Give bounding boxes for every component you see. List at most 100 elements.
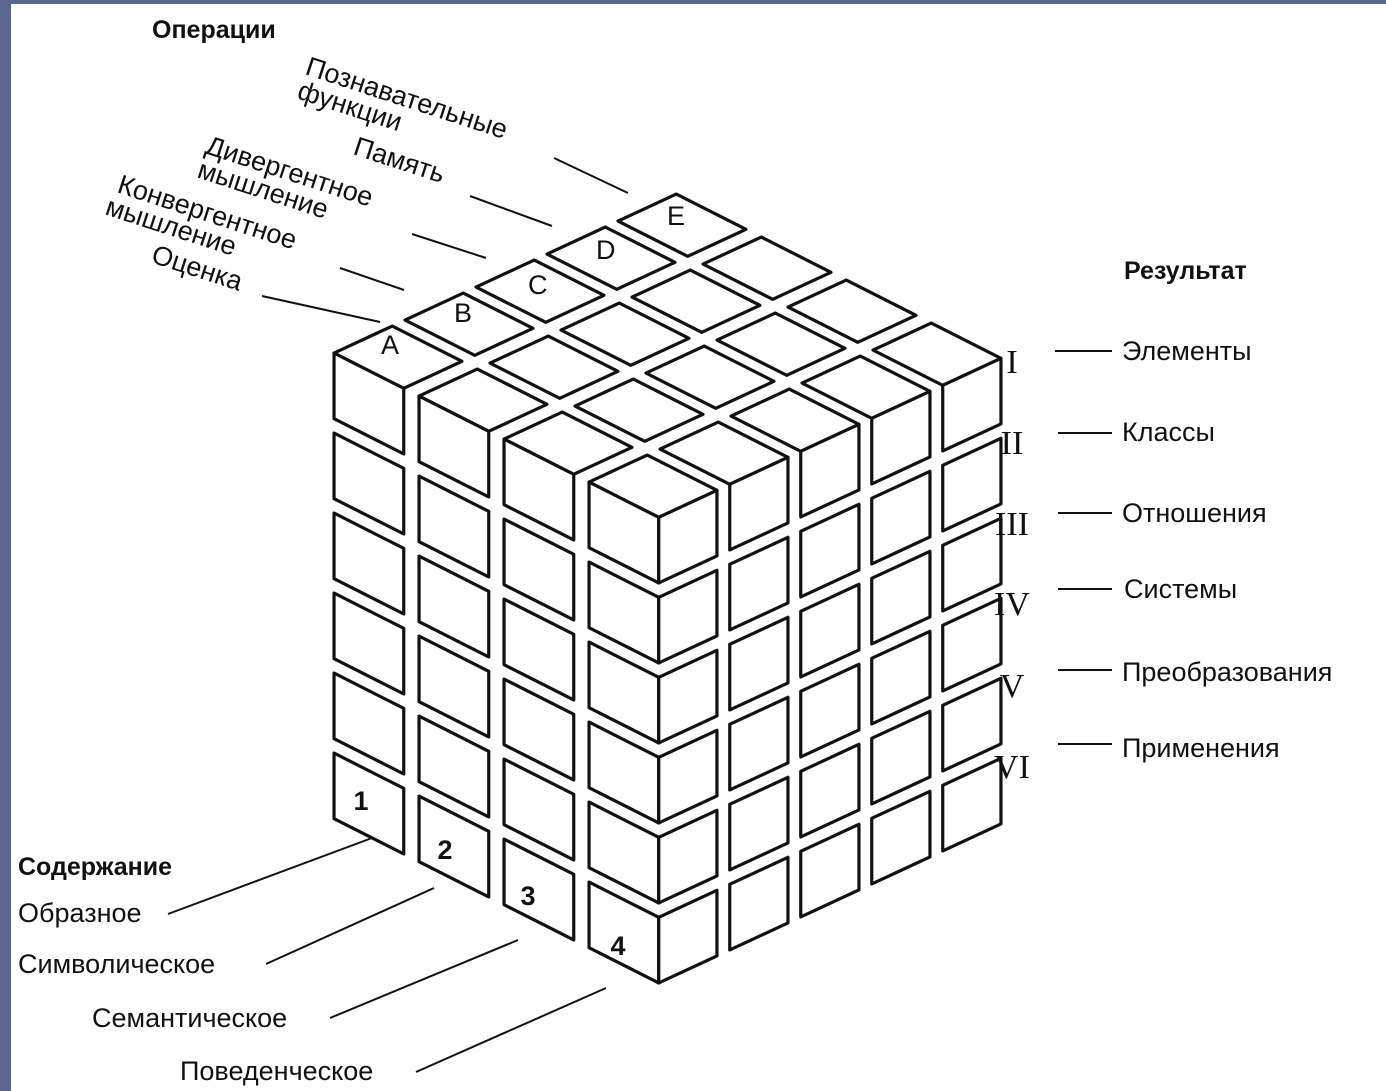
leader-line — [411, 233, 487, 259]
operation-letter-c: C — [528, 270, 548, 300]
cube-top-face — [403, 291, 535, 357]
result-label-5: Преобразования — [1122, 657, 1332, 687]
content-label-4: Поведенческое — [180, 1056, 373, 1086]
cube-top-face — [616, 192, 748, 258]
result-numeral-2: II — [1001, 425, 1024, 462]
operation-letter-b: B — [454, 298, 472, 328]
operation-letter-e: E — [667, 201, 685, 231]
cube-side-face — [657, 728, 719, 825]
result-label-4: Системы — [1124, 574, 1237, 604]
cube-front-face — [417, 394, 491, 499]
cube-top-face — [644, 344, 776, 410]
leader-line — [339, 267, 405, 291]
cube-side-face — [941, 356, 1003, 453]
cube-side-face — [728, 535, 790, 632]
cube-front-face — [502, 757, 576, 862]
content-number-4: 4 — [610, 931, 625, 961]
cube-top-face — [559, 301, 691, 367]
result-numeral-1: I — [1006, 344, 1017, 381]
cube-front-face — [502, 677, 576, 782]
content-heading: Содержание — [18, 853, 172, 881]
operation-letter-d: D — [596, 235, 616, 265]
content-label-2: Символическое — [18, 949, 215, 979]
leader-line — [469, 195, 553, 227]
leader-line — [261, 295, 381, 323]
cube-side-face — [870, 629, 932, 726]
result-label-6: Применения — [1122, 733, 1280, 763]
cube-top-face — [488, 334, 620, 400]
leader-line — [167, 837, 373, 915]
cube-side-face — [870, 789, 932, 886]
content-label-3: Семантическое — [92, 1003, 287, 1033]
cube-side-face — [799, 742, 861, 839]
cube-top-face — [701, 235, 833, 301]
cube-side-face — [657, 808, 719, 905]
result-label-1: Элементы — [1122, 336, 1252, 366]
cube-front-face — [502, 837, 576, 942]
cube-side-face — [870, 389, 932, 486]
cube-front-face — [332, 351, 406, 456]
cube-front-face — [417, 474, 491, 579]
cube-front-face — [502, 517, 576, 622]
cube-front-face — [502, 597, 576, 702]
result-numeral-6: VI — [994, 749, 1030, 786]
cube-front-face — [332, 511, 406, 616]
cube-top-face — [545, 225, 677, 291]
result-numeral-5: V — [1000, 668, 1025, 705]
cube-front-face — [332, 751, 406, 856]
cube-side-face — [870, 469, 932, 566]
operations-heading: Операции — [152, 16, 276, 44]
cube-side-face — [941, 676, 1003, 773]
cube-front-face — [332, 591, 406, 696]
cube-side-face — [799, 822, 861, 919]
result-numeral-4: IV — [994, 586, 1030, 623]
cube-top-face — [715, 311, 847, 377]
cube-side-face — [941, 516, 1003, 613]
cube-side-face — [941, 436, 1003, 533]
leader-line — [553, 157, 629, 194]
cube-side-face — [799, 502, 861, 599]
cube-front-face — [417, 554, 491, 659]
cube-side-face — [657, 888, 719, 985]
cube-side-face — [728, 455, 790, 552]
cube-cells — [332, 192, 1003, 985]
leader-lines — [167, 157, 1112, 1073]
cube-side-face — [728, 695, 790, 792]
cube-side-face — [870, 549, 932, 646]
cube-side-face — [728, 775, 790, 872]
cube-front-face — [502, 437, 576, 542]
operation-letter-a: A — [381, 330, 399, 360]
content-number-3: 3 — [520, 881, 535, 911]
cube-side-face — [799, 422, 861, 519]
cube-side-face — [728, 855, 790, 952]
cube-front-face — [332, 431, 406, 536]
cube-front-face — [417, 794, 491, 899]
cube-side-face — [657, 488, 719, 585]
result-label-2: Классы — [1122, 417, 1215, 447]
cube-top-face — [786, 278, 918, 344]
cube-top-face — [474, 258, 606, 324]
content-label-1: Образное — [18, 898, 142, 928]
leader-line — [329, 939, 519, 1019]
cube-top-face — [573, 377, 705, 443]
cube-front-face — [417, 634, 491, 739]
cube-side-face — [870, 709, 932, 806]
result-numeral-3: III — [995, 506, 1029, 543]
cube-side-face — [657, 648, 719, 745]
cube-front-face — [332, 671, 406, 776]
result-heading: Результат — [1124, 257, 1247, 285]
cube-side-face — [799, 582, 861, 679]
cube-side-face — [728, 615, 790, 712]
content-number-2: 2 — [437, 835, 452, 865]
cube-side-face — [657, 568, 719, 665]
cube-side-face — [799, 662, 861, 759]
result-label-3: Отношения — [1122, 498, 1267, 528]
cube-side-face — [941, 756, 1003, 853]
cube-top-face — [630, 268, 762, 334]
leader-line — [415, 987, 607, 1073]
cube-side-face — [941, 596, 1003, 693]
leader-line — [265, 887, 435, 965]
content-number-1: 1 — [353, 786, 368, 816]
